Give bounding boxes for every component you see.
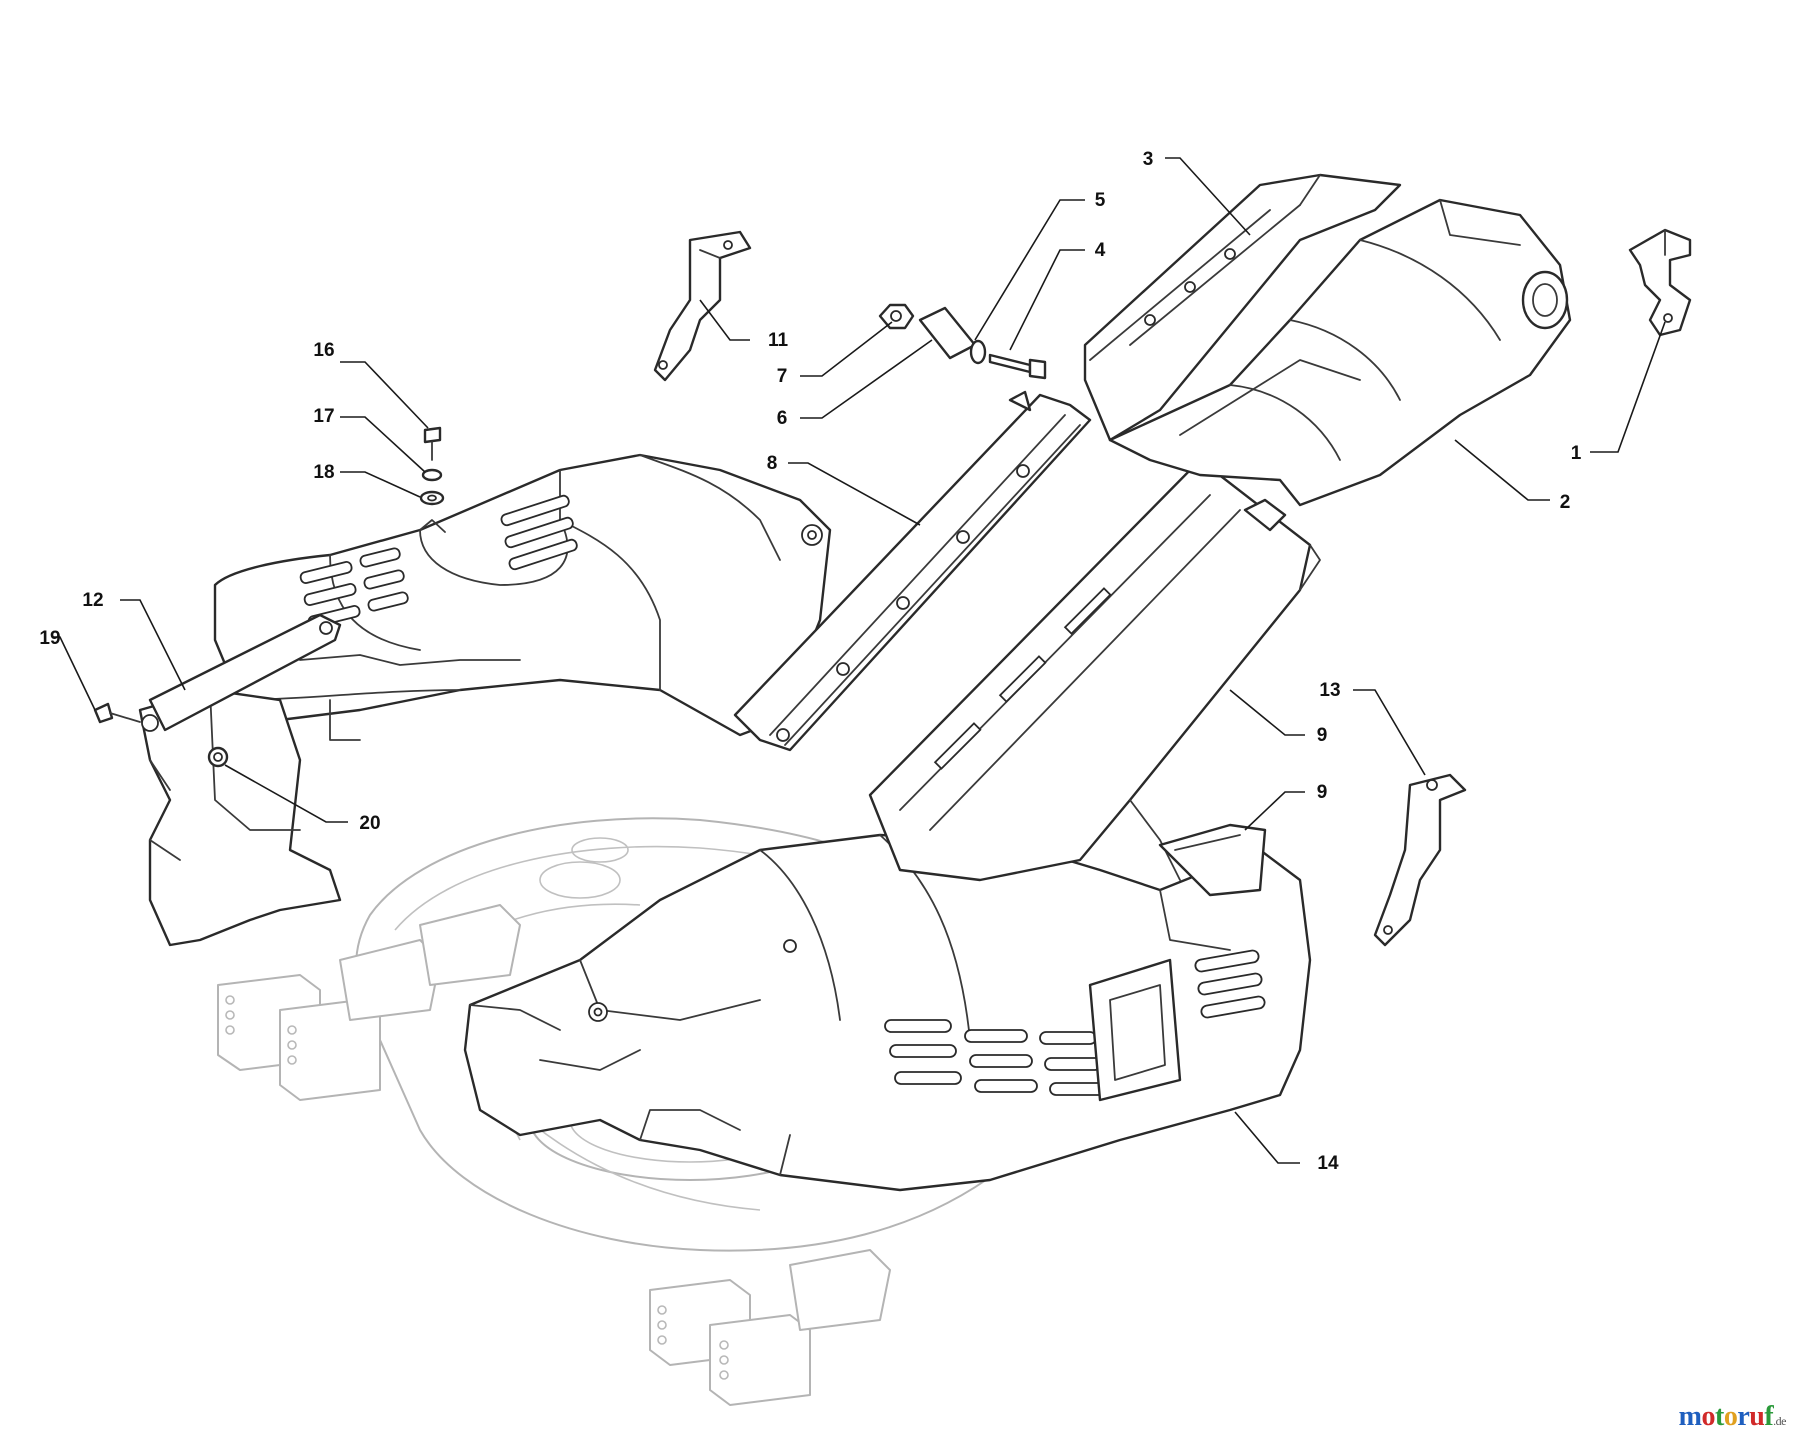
callout-3: 3: [1143, 149, 1154, 170]
watermark-letter: u: [1749, 1401, 1765, 1432]
part-5-washer: [969, 339, 987, 365]
callout-12: 12: [82, 590, 103, 611]
watermark-logo: motoruf.de: [1679, 1401, 1787, 1433]
watermark-letter: r: [1737, 1401, 1750, 1432]
callout-8: 8: [767, 453, 778, 474]
part-14-front-housing: [463, 833, 1312, 1192]
callout-labels: 1 2 3 4 5 6 7 8 9 9 11 12 13 14 16 17 18…: [39, 149, 1581, 1174]
callout-9-plate: 9: [1317, 782, 1328, 803]
part-8-chute-rail: [733, 390, 1092, 752]
callout-14: 14: [1317, 1153, 1339, 1174]
part-13-bracket: [1373, 773, 1467, 947]
part-3-upper-cover: [1083, 173, 1402, 442]
watermark-letter: o: [1701, 1401, 1716, 1432]
watermark-letter: t: [1715, 1401, 1724, 1432]
part-17-washer: [421, 468, 443, 482]
callout-7: 7: [777, 366, 788, 387]
callout-18: 18: [313, 462, 334, 483]
callout-6: 6: [777, 408, 788, 429]
watermark-letter: f: [1764, 1401, 1774, 1432]
part-4-bolt: [988, 353, 1032, 374]
callout-4: 4: [1095, 240, 1106, 261]
leader-lines: [52, 157, 1666, 1164]
callout-19: 19: [39, 628, 60, 649]
callout-13: 13: [1319, 680, 1340, 701]
part-19-screw: [93, 702, 114, 724]
callout-2: 2: [1560, 492, 1571, 513]
part-11-bracket: [653, 230, 752, 382]
watermark-letter: m: [1678, 1401, 1702, 1432]
watermark-letter: o: [1723, 1401, 1738, 1432]
part-16-screw: [423, 426, 442, 444]
part-6-spacer: [918, 306, 977, 360]
fasteners-4-7: [878, 303, 1047, 380]
watermark-suffix: .de: [1773, 1414, 1786, 1428]
part-1-bracket: [1628, 228, 1692, 337]
part-9-bracket-plate: [1158, 823, 1267, 897]
fasteners-16-18: [419, 426, 445, 506]
callout-16: 16: [313, 340, 334, 361]
callout-9-ramp: 9: [1317, 725, 1328, 746]
part-12-left-housing: [138, 453, 832, 947]
watermark-text: motoruf: [1679, 1401, 1774, 1432]
part-9-center-ramp: [868, 458, 1321, 882]
fasteners-19-20: [93, 702, 229, 768]
callout-20: 20: [359, 813, 380, 834]
callout-11: 11: [768, 330, 789, 351]
part-2-rear-chute: [1108, 198, 1572, 507]
callout-5: 5: [1095, 190, 1106, 211]
callout-1: 1: [1571, 443, 1582, 464]
callout-17: 17: [313, 406, 334, 427]
